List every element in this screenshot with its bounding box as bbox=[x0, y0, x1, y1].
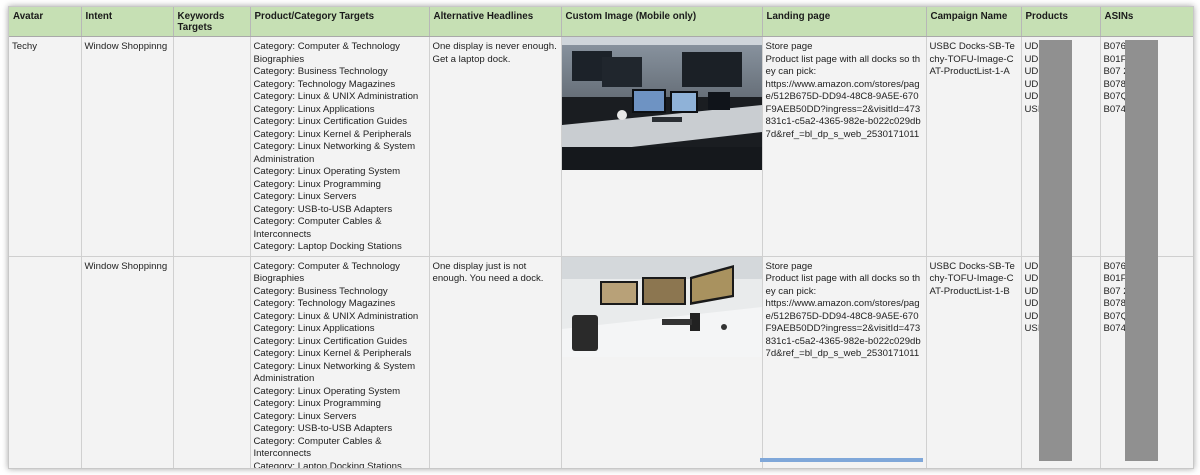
asin-line: B074 K bbox=[1103, 103, 1135, 115]
header-asins[interactable]: ASINs bbox=[1100, 7, 1193, 37]
header-campaign-name[interactable]: Campaign Name bbox=[926, 7, 1022, 37]
category-line: Category: Computer Cables & Interconnect… bbox=[253, 216, 382, 240]
landing-desc: Product list page with all docks so they… bbox=[765, 273, 921, 297]
header-product-category-targets[interactable]: Product/Category Targets bbox=[250, 7, 430, 37]
header-landing-page[interactable]: Landing page bbox=[762, 7, 927, 37]
category-line: Category: Laptop Docking Stations bbox=[253, 460, 402, 469]
table-row: Window Shoppinng Category: Computer & Te… bbox=[9, 256, 1193, 469]
category-line: Category: Computer & Technology Biograph… bbox=[253, 260, 400, 285]
multi-monitor-desk-photo bbox=[561, 256, 761, 357]
cell-categories[interactable]: Category: Computer & Technology Biograph… bbox=[250, 256, 430, 469]
table-row: Techy Window Shoppinng Category: Compute… bbox=[9, 36, 1193, 257]
category-line: Category: Linux Certification Guides bbox=[253, 335, 408, 347]
landing-desc: Product list page with all docks so they… bbox=[765, 53, 921, 78]
header-intent[interactable]: Intent bbox=[81, 7, 174, 37]
cell-keywords[interactable] bbox=[173, 36, 251, 257]
cell-custom-image[interactable] bbox=[561, 36, 763, 257]
category-line: Category: Computer & Technology Biograph… bbox=[253, 41, 400, 65]
cell-intent[interactable]: Window Shoppinng bbox=[81, 256, 174, 468]
asin-line: B07Q W8 bbox=[1103, 310, 1146, 322]
asin-line: B01F S bbox=[1103, 273, 1136, 284]
asin-line: B01F S bbox=[1103, 53, 1136, 65]
product-line: UD K bbox=[1024, 53, 1048, 65]
landing-title: Store page bbox=[765, 41, 813, 52]
category-line: Category: Laptop Docking Stations bbox=[253, 241, 402, 252]
cell-avatar[interactable]: Techy bbox=[9, 36, 82, 257]
spreadsheet-table: Avatar Intent Keywords Targets Product/C… bbox=[9, 7, 1193, 469]
cell-landing-page[interactable]: Store page Product list page with all do… bbox=[762, 36, 927, 257]
category-line: Category: Computer Cables & Interconnect… bbox=[253, 435, 382, 460]
cell-categories[interactable]: Category: Computer & Technology Biograph… bbox=[250, 36, 430, 257]
selected-cell-indicator bbox=[760, 458, 923, 462]
category-line: Category: Linux Applications bbox=[253, 103, 375, 115]
header-avatar[interactable]: Avatar bbox=[9, 7, 82, 37]
cell-headline[interactable]: One display is never enough. Get a lapto… bbox=[429, 36, 562, 257]
category-line: Category: Technology Magazines bbox=[253, 298, 396, 309]
asin-line: B074 K bbox=[1103, 323, 1135, 334]
category-line: Category: Linux Operating System bbox=[253, 166, 401, 177]
landing-title: Store page bbox=[765, 260, 813, 272]
category-line: Category: USB-to-USB Adapters bbox=[253, 423, 393, 434]
cell-keywords[interactable] bbox=[173, 256, 251, 468]
header-alternative-headlines[interactable]: Alternative Headlines bbox=[429, 7, 562, 37]
category-line: Category: Business Technology bbox=[253, 285, 388, 297]
category-line: Category: Linux Programming bbox=[253, 398, 381, 409]
asin-line: B076 M bbox=[1103, 41, 1137, 52]
category-line: Category: Linux Networking & System Admi… bbox=[253, 360, 416, 385]
category-line: Category: Linux Operating System bbox=[253, 385, 401, 397]
cell-campaign-name[interactable]: USBC Docks-SB-Techy-TOFU-Image-CAT-Produ… bbox=[926, 256, 1022, 468]
product-line: UD K bbox=[1024, 273, 1048, 284]
cell-custom-image[interactable] bbox=[561, 256, 763, 468]
products-redaction-bar bbox=[1039, 40, 1072, 461]
category-line: Category: Linux & UNIX Administration bbox=[253, 91, 419, 102]
header-keywords-targets[interactable]: Keywords Targets bbox=[173, 7, 251, 37]
product-line: UD bbox=[1024, 41, 1039, 52]
category-line: Category: Linux Servers bbox=[253, 191, 357, 202]
category-line: Category: Linux Kernel & Peripherals bbox=[253, 348, 412, 359]
spreadsheet-frame: Avatar Intent Keywords Targets Product/C… bbox=[8, 6, 1194, 469]
category-line: Category: Linux & UNIX Administration bbox=[253, 310, 419, 322]
product-line: UD bbox=[1024, 310, 1039, 322]
category-line: Category: Linux Applications bbox=[253, 323, 375, 334]
category-line: Category: Linux Servers bbox=[253, 410, 357, 422]
landing-url[interactable]: https://www.amazon.com/stores/page/512B6… bbox=[765, 298, 921, 359]
asin-line: B07 2 bbox=[1103, 66, 1129, 77]
landing-url[interactable]: https://www.amazon.com/stores/page/512B6… bbox=[765, 78, 921, 140]
product-line: UD L bbox=[1024, 66, 1047, 77]
asins-redaction-bar bbox=[1125, 40, 1158, 461]
asin-line: B07Q W8 bbox=[1103, 91, 1146, 102]
header-products[interactable]: Products bbox=[1021, 7, 1101, 37]
office-desk-photo bbox=[561, 37, 761, 170]
asin-line: B07 2 bbox=[1103, 285, 1129, 297]
category-line: Category: Linux Certification Guides bbox=[253, 116, 408, 127]
product-line: UD L bbox=[1024, 285, 1047, 297]
category-line: Category: Technology Magazines bbox=[253, 78, 396, 90]
cell-headline[interactable]: One display just is not enough. You need… bbox=[429, 256, 562, 468]
header-custom-image[interactable]: Custom Image (Mobile only) bbox=[561, 7, 763, 37]
asin-line: B076 M bbox=[1103, 260, 1137, 272]
cell-campaign-name[interactable]: USBC Docks-SB-Techy-TOFU-Image-CAT-Produ… bbox=[926, 36, 1022, 257]
product-line: UD bbox=[1024, 260, 1039, 272]
product-line: UD bbox=[1024, 298, 1039, 309]
cell-intent[interactable]: Window Shoppinng bbox=[81, 36, 174, 257]
category-line: Category: Linux Programming bbox=[253, 178, 381, 190]
asin-line: B078 M bbox=[1103, 298, 1137, 309]
cell-landing-page[interactable]: Store page Product list page with all do… bbox=[762, 256, 927, 468]
category-line: Category: USB-to-USB Adapters bbox=[253, 203, 393, 215]
category-line: Category: Linux Networking & System Admi… bbox=[253, 141, 416, 165]
product-line: UD bbox=[1024, 91, 1039, 102]
asin-line: B078 M bbox=[1103, 78, 1137, 90]
header-row: Avatar Intent Keywords Targets Product/C… bbox=[9, 7, 1193, 37]
cell-avatar[interactable] bbox=[9, 256, 82, 468]
category-line: Category: Business Technology bbox=[253, 66, 388, 77]
product-line: UD bbox=[1024, 78, 1039, 90]
category-line: Category: Linux Kernel & Peripherals bbox=[253, 128, 412, 140]
